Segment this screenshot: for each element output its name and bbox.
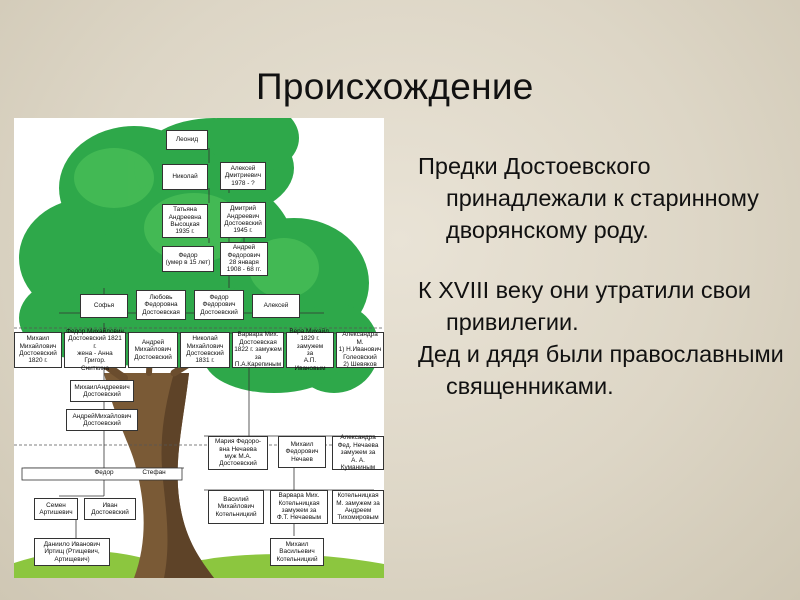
tree-node-andrey-m: Андрей Михайлович Достоевский bbox=[128, 332, 178, 368]
tree-node-aleksey-dm: Алексей Дмитриевич 1978 - ? bbox=[220, 162, 266, 190]
tree-node-andrey-mi: АндрейМихайлович Достоевский bbox=[66, 409, 138, 431]
tree-node-varvara-n: Варвара Мих. Котельницкая замужем за Ф.Т… bbox=[270, 490, 328, 524]
tree-node-tatyana: Татьяна Андреевна Высоцкая 1935 г. bbox=[162, 204, 208, 238]
tree-node-aleksandra-f: Александра Фед. Нечаева замужем за А. А.… bbox=[332, 434, 384, 471]
tree-node-mikhail-m: Михаил Михайлович Достоевский 1820 г. bbox=[14, 332, 62, 368]
tree-node-leonid: Леонид bbox=[166, 130, 208, 150]
tree-node-fedor-f: Федор Федорович Достоевский bbox=[194, 290, 244, 320]
tree-node-vera-m: Вера Михайл. 1829 г. замужем за А.П. Ива… bbox=[286, 328, 334, 372]
tree-node-andrey-f: Андрей Федорович 28 января 1908 - 68 гг. bbox=[220, 242, 268, 276]
tree-node-mikhail-f: Михаил Федорович Нечаев bbox=[278, 436, 326, 468]
slide-title: Происхождение bbox=[256, 66, 534, 107]
tree-node-mikhail-a: МихаилАндреевич Достоевский bbox=[70, 380, 134, 402]
tree-node-sofya: Софья bbox=[80, 294, 128, 318]
tree-trunk-shade bbox=[161, 373, 214, 578]
bullet-item: К XVIII веку они утратили свои привилеги… bbox=[418, 277, 752, 335]
tree-node-nikolay-m: Николай Михайлович Достоевский 1831 г. bbox=[180, 332, 230, 368]
tree-node-kotelnitskaya: Котельницкая М. замужем за Андреем Тихом… bbox=[332, 490, 384, 524]
tree-node-aleksandra-m: Александра М. 1) Н.Иванович Голеовский 2… bbox=[336, 331, 384, 368]
tree-node-mikhail-v: Михаил Васильевич Котельницкий bbox=[270, 538, 324, 566]
tree-label-fedor: Федор bbox=[94, 469, 114, 476]
tree-label-stefan: Стефан bbox=[142, 469, 166, 476]
family-tree-diagram: Леонид Николай Алексей Дмитриевич 1978 -… bbox=[14, 118, 384, 578]
stefan-box bbox=[21, 467, 183, 481]
bullet-list: Предки Достоевского принадлежали к стари… bbox=[418, 150, 788, 430]
tree-node-lyubov: Любовь Федоровна Достоевская bbox=[136, 290, 186, 320]
bullet-item: Дед и дядя были православными священника… bbox=[418, 341, 784, 399]
bullet-item: Предки Достоевского принадлежали к стари… bbox=[418, 153, 759, 243]
tree-node-varvara-m: Варвара Мих. Достоевская 1822 г. замужем… bbox=[232, 331, 284, 368]
tree-node-fedor-a: Федор (умер в 15 лет) bbox=[162, 246, 214, 272]
tree-node-mariya-f: Мария Федоро- вна Нечаева муж М.А. Досто… bbox=[208, 436, 268, 470]
tree-node-aleksey: Алексей bbox=[252, 294, 300, 318]
tree-node-fedor-m: Федор Михайлович Достоевский 1821 г. жен… bbox=[64, 328, 126, 372]
tree-node-ivan: Иван Достоевский bbox=[84, 498, 136, 520]
tree-node-daniil: Даниило Иванович Иртищ (Ртищевич, Артище… bbox=[34, 538, 110, 566]
tree-node-nikolay: Николай bbox=[162, 164, 208, 190]
tree-node-semen: Семен Артишевич bbox=[34, 498, 78, 520]
tree-node-dmitriy: Дмитрий Андреевич Достоевский 1945 г. bbox=[220, 202, 266, 238]
tree-node-vasiliy: Василий Михайлович Котельницкий bbox=[208, 490, 264, 524]
